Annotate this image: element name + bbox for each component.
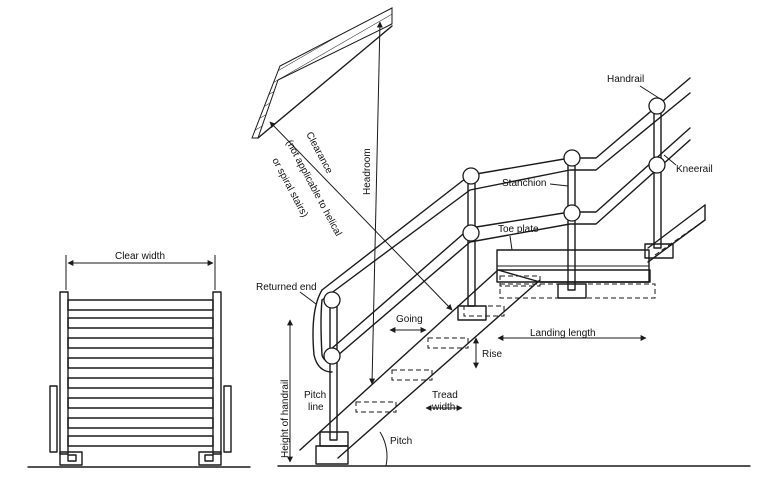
- tread-label: Tread: [432, 390, 458, 401]
- flight-stringer-lower: [337, 279, 541, 459]
- clear-width-label: Clear width: [115, 251, 165, 262]
- left-stringer: [59, 291, 69, 455]
- returned-end: [312, 289, 333, 373]
- headroom-dimension: [369, 21, 383, 385]
- stanchion-label: Stanchion: [502, 178, 546, 189]
- flight-stringer-upper: [299, 269, 499, 451]
- perspective-view: Headroom Clearance (not applicable to he…: [251, 7, 751, 467]
- landing-edge: [497, 269, 651, 283]
- going-label: Going: [396, 314, 423, 325]
- rise-label: Rise: [482, 349, 502, 360]
- returned-end-label: Returned end: [256, 282, 317, 293]
- pitch-line-label-2: line: [308, 402, 324, 413]
- ceiling-hatch: [251, 7, 393, 139]
- height-of-handrail-label: Height of handrail: [280, 380, 291, 458]
- clearance-dimension: [269, 121, 453, 311]
- pitch-arc: [379, 431, 388, 467]
- handrail-label: Handrail: [607, 74, 644, 85]
- end-elevation: Clear width: [27, 251, 251, 468]
- pitch-line-label-1: Pitch: [304, 390, 326, 401]
- kneerail-label: Kneerail: [676, 164, 713, 175]
- width-label: width: [431, 402, 455, 413]
- right-stringer: [212, 291, 222, 455]
- treads-end-view: [67, 299, 214, 447]
- landing-length-label: Landing length: [530, 328, 596, 339]
- toe-plate-label: Toe plate: [498, 224, 539, 235]
- headroom-label: Headroom: [362, 148, 373, 195]
- pitch-label: Pitch: [390, 436, 412, 447]
- rail-joints: [323, 97, 666, 365]
